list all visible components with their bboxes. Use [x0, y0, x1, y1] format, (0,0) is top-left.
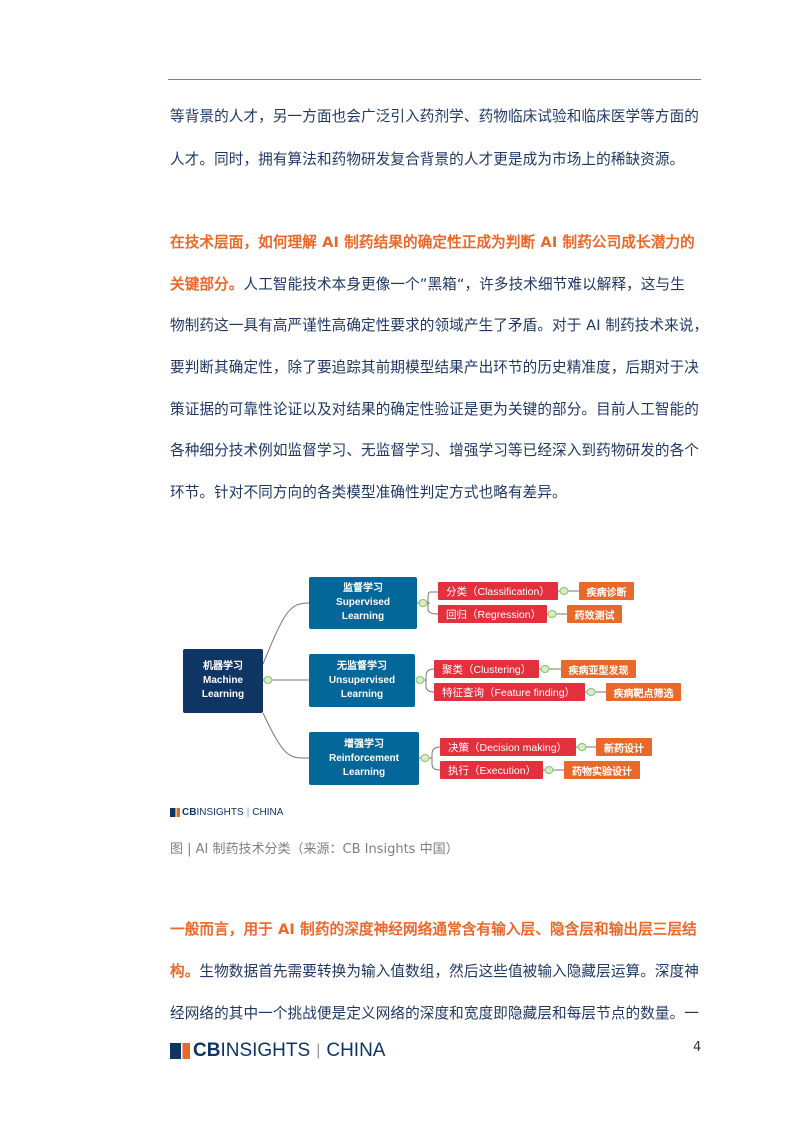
text-line: 物制药这一具有高严谨性高确定性要求的领域产生了矛盾。对于 AI 制药技术来说，: [170, 317, 709, 334]
logo-text: CHINA: [252, 806, 284, 818]
highlight-text: 关键部分。: [170, 276, 244, 293]
node-label: Learning: [340, 688, 384, 700]
node-label: Learning: [341, 611, 385, 622]
node-clustering: 聚类（Clustering）: [434, 660, 539, 678]
node-app: 疾病靶点筛选: [606, 683, 681, 701]
text-line: 人才。同时，拥有算法和药物研发复合背景的人才更是成为市场上的稀缺资源。: [170, 151, 685, 168]
node-label: Supervised: [336, 597, 390, 608]
header-rule: [168, 79, 701, 80]
logo-text: CB: [193, 1040, 221, 1061]
highlight-line: 在技术层面，如何理解 AI 制药结果的确定性正成为判断 AI 制药公司成长潜力的: [170, 234, 695, 251]
node-label: Learning: [201, 689, 245, 700]
text: 人工智能技术本身更像一个”黑箱“，许多技术细节难以解释，这与生: [243, 276, 685, 293]
logo-text: CHINA: [326, 1040, 386, 1061]
logo-text: CB: [182, 806, 197, 818]
node-label: 增强学习: [344, 738, 384, 750]
node-feature-finding: 特征查询（Feature finding）: [434, 683, 585, 701]
highlight-text: 构。: [170, 963, 200, 980]
node-label: 无监督学习: [337, 660, 387, 672]
node-label: Unsupervised: [328, 674, 396, 686]
node-decision-making: 决策（Decision making）: [440, 738, 576, 756]
node-app: 药效测试: [567, 605, 622, 623]
page-number: 4: [693, 1040, 702, 1055]
node-app: 药物实验设计: [564, 761, 640, 779]
logo-text: INSIGHTS: [220, 1040, 311, 1061]
highlight-line: 一般而言，用于 AI 制药的深度神经网络通常含有输入层、隐含层和输出层三层结: [170, 921, 697, 938]
text-line: 经网络的其中一个挑战便是定义网络的深度和宽度即隐藏层和每层节点的数量。一: [170, 1005, 699, 1022]
logo-mark-icon: [170, 807, 180, 817]
figure-caption: 图 | AI 制药技术分类（来源：CB Insights 中国）: [170, 842, 459, 857]
text: 生物数据首先需要转换为输入值数组，然后这些值被输入隐藏层运算。深度神: [199, 963, 699, 980]
text-line: 等背景的人才，另一方面也会广泛引入药剂学、药物临床试验和临床医学等方面的: [170, 108, 699, 125]
node-regression: 回归（Regression）: [438, 605, 547, 623]
text-line: 关键部分。人工智能技术本身更像一个”黑箱“，许多技术细节难以解释，这与生: [170, 275, 702, 295]
node-execution: 执行（Execution）: [440, 761, 543, 779]
node-label: Learning: [342, 766, 386, 778]
node-app: 新药设计: [596, 738, 652, 756]
text-line: 构。生物数据首先需要转换为输入值数组，然后这些值被输入隐藏层运算。深度神: [170, 962, 702, 982]
node-label: 机器学习: [203, 661, 243, 672]
node-label: Machine: [202, 675, 243, 686]
node-app: 疾病亚型发现: [561, 660, 636, 678]
node-label: 监督学习: [343, 583, 383, 594]
text-line: 各种细分技术例如监督学习、无监督学习、增强学习等已经深入到药物研发的各个: [170, 442, 699, 459]
text-line: 策证据的可靠性论证以及对结果的确定性验证是更为关键的部分。目前人工智能的: [170, 401, 699, 418]
logo-mark-icon: [170, 1043, 190, 1059]
node-app: 疾病诊断: [579, 582, 634, 600]
text-line: 要判断其确定性，除了要追踪其前期模型结果产出环节的历史精准度，后期对于决: [170, 359, 699, 376]
node-classification: 分类（Classification）: [438, 582, 558, 600]
node-label: Reinforcement: [328, 752, 399, 764]
logo-text: INSIGHTS: [196, 806, 244, 818]
text-line: 环节。针对不同方向的各类模型准确性判定方式也略有差异。: [170, 484, 567, 501]
